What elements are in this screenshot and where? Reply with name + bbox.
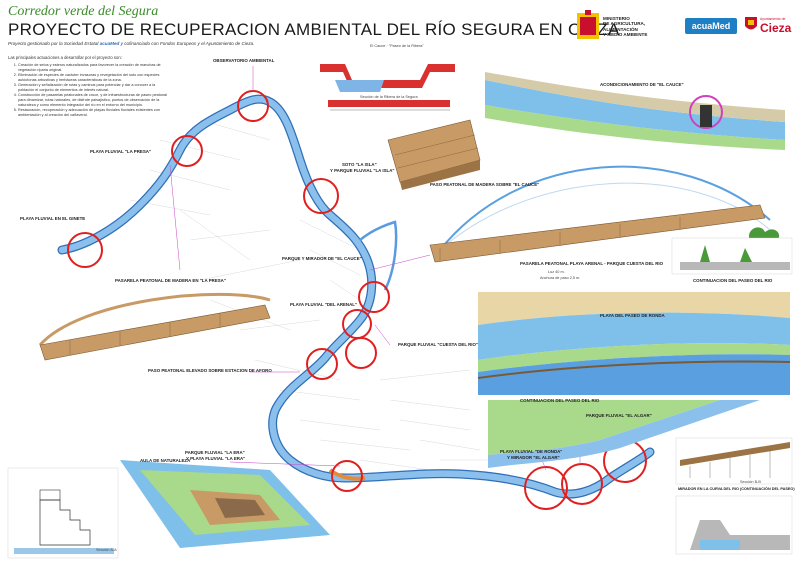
subtitle-brand: acuaMed bbox=[99, 41, 120, 46]
label-parque-cuesta: PARQUE FLUVIAL "CUESTA DEL RIO" bbox=[398, 342, 479, 347]
label-section-a: Sección A-A bbox=[96, 548, 117, 552]
ministry-logo: MINISTERIO DE AGRICULTURA, ALIMENTACIÓN … bbox=[575, 9, 665, 45]
el-cauce-channel bbox=[359, 220, 398, 291]
label-luz: Luz 40 m. bbox=[548, 270, 565, 274]
label-parque-era-1: PARQUE FLUVIAL "LA ERA" bbox=[185, 450, 245, 455]
highlight-de-ronda bbox=[524, 466, 568, 510]
label-mirador-cauce: PARQUE Y MIRADOR DE "EL CAUCE" bbox=[282, 256, 362, 261]
highlight-mirador-algar bbox=[561, 463, 603, 505]
list-item: Restauración, recuperación y adecuación … bbox=[18, 108, 168, 118]
ministry-line2: DE AGRICULTURA, ALIMENTACIÓN bbox=[603, 21, 646, 32]
city-name: Cieza bbox=[760, 21, 792, 35]
label-paso-madera: PASO PEATONAL DE MADERA SOBRE "EL CAUCE" bbox=[430, 182, 540, 187]
label-paso-aforo: PASO PEATONAL ELEVADO SOBRE ESTACION DE … bbox=[148, 368, 272, 373]
label-playa-arenal: PLAYA FLUVIAL "DEL ARENAL" bbox=[290, 302, 358, 307]
label-observatorio: OBSERVATORIO AMBIENTAL bbox=[213, 58, 275, 63]
label-soto-isla: SOTO "LA ISLA" bbox=[342, 162, 377, 167]
city-small-label: Ayuntamiento de bbox=[760, 17, 786, 21]
label-anchura: Anchura de paso 2,5 m. bbox=[540, 276, 581, 280]
label-mirador-curva: MIRADOR EN LA CURVA DEL RIO (CONTINUACIÓ… bbox=[678, 487, 795, 491]
acuamed-text: acuaMed bbox=[691, 21, 731, 31]
city-shield-icon bbox=[745, 17, 757, 30]
project-subtitle: Proyecto gestionado por la Sociedad Esta… bbox=[8, 41, 255, 46]
list-item: Construcción de pasarelas peatonales de … bbox=[18, 93, 168, 108]
panel-acondicionamiento bbox=[485, 72, 785, 150]
list-item: Generación y señalización de rutas y cam… bbox=[18, 83, 168, 93]
highlight-la-presa bbox=[171, 135, 203, 167]
ministry-line1: MINISTERIO bbox=[603, 16, 630, 21]
list-item: Eliminación de especies de carácter inva… bbox=[18, 73, 168, 83]
label-parque-ronda-1: PLAYA FLUVIAL "DE RONDA" bbox=[500, 449, 563, 454]
panel-sections-cauce bbox=[305, 44, 465, 119]
subtitle-prefix: Proyecto gestionado por la Sociedad Esta… bbox=[8, 41, 99, 46]
page-title: PROYECTO DE RECUPERACION AMBIENTAL DEL R… bbox=[8, 20, 620, 39]
panel-playa-ronda bbox=[477, 292, 791, 395]
actions-list: Creación de setos y esteros naturalizado… bbox=[12, 63, 168, 118]
label-aula: AULA DE NATURALEZA bbox=[140, 458, 191, 463]
label-continuacion: CONTINUACION DEL PASEO DEL RIO bbox=[693, 278, 773, 283]
highlight-la-era bbox=[331, 460, 363, 492]
panel-pasarela-presa bbox=[38, 292, 271, 361]
label-playa-ronda: PLAYA DEL PASEO DE RONDA bbox=[600, 313, 665, 318]
river-water bbox=[58, 95, 654, 498]
label-acondicionamiento: ACONDICIONAMIENTO DE "EL CAUCE" bbox=[600, 82, 684, 87]
panel-observatorio-section bbox=[7, 467, 119, 559]
highlight-cuesta-rio bbox=[345, 337, 377, 369]
label-section-b: Sección B-B bbox=[740, 480, 761, 484]
ministry-line3: Y MEDIO AMBIENTE bbox=[603, 32, 648, 38]
panel-continuacion-rio bbox=[488, 400, 760, 468]
label-el-cauce-title: El Cauce · "Paseo de la Ribera" bbox=[370, 44, 424, 48]
list-item: Creación de setos y esteros naturalizado… bbox=[18, 63, 168, 73]
coat-of-arms-icon bbox=[577, 10, 599, 39]
subtitle-suffix: y cofinanciado con Fondos Europeos y el … bbox=[120, 41, 255, 46]
cieza-logo: Ayuntamiento de Cieza bbox=[744, 8, 792, 46]
label-playa-presa: PLAYA FLUVIAL "LA PRESA" bbox=[90, 149, 152, 154]
label-continuacion-2: CONTINUACION DEL PASEO DEL RIO bbox=[520, 398, 600, 403]
label-sec-ribera: Sección de la Ribera de la Segura bbox=[360, 95, 418, 99]
label-pasarela-presa: PASARELA PEATONAL DE MADERA EN "LA PRESA… bbox=[115, 278, 226, 283]
label-parque-isla: Y PARQUE FLUVIAL "LA ISLA" bbox=[330, 168, 395, 173]
street-grid bbox=[129, 119, 521, 481]
panel-paso-madera bbox=[387, 119, 481, 190]
highlight-aforo bbox=[306, 348, 338, 380]
panel-mirador-curva bbox=[675, 437, 793, 555]
label-playa-ginete: PLAYA FLUVIAL EN EL GINETE bbox=[20, 216, 86, 221]
highlight-el-ginete bbox=[67, 232, 103, 268]
label-parque-era-2: Y PLAYA FLUVIAL "LA ERA" bbox=[186, 456, 246, 461]
acuamed-logo: acuaMed bbox=[685, 18, 737, 34]
label-parque-ronda-2: Y MIRADOR "EL ALGAR" bbox=[507, 455, 560, 460]
panel-aula-naturaleza bbox=[120, 460, 330, 548]
label-pasarela-arenal: PASARELA PEATONAL PLAYA ARENAL - PARQUE … bbox=[520, 261, 664, 266]
panel-continuacion bbox=[671, 237, 793, 275]
highlight-la-isla bbox=[303, 178, 339, 214]
intro-lead: Las principales actuaciones a desarrolla… bbox=[8, 55, 122, 60]
label-parque-algar: PARQUE FLUVIAL "EL ALGAR" bbox=[586, 413, 652, 418]
highlight-el-cauce bbox=[358, 281, 390, 313]
magenta-highlight bbox=[689, 95, 723, 129]
script-title: Corredor verde del Segura bbox=[8, 4, 159, 19]
